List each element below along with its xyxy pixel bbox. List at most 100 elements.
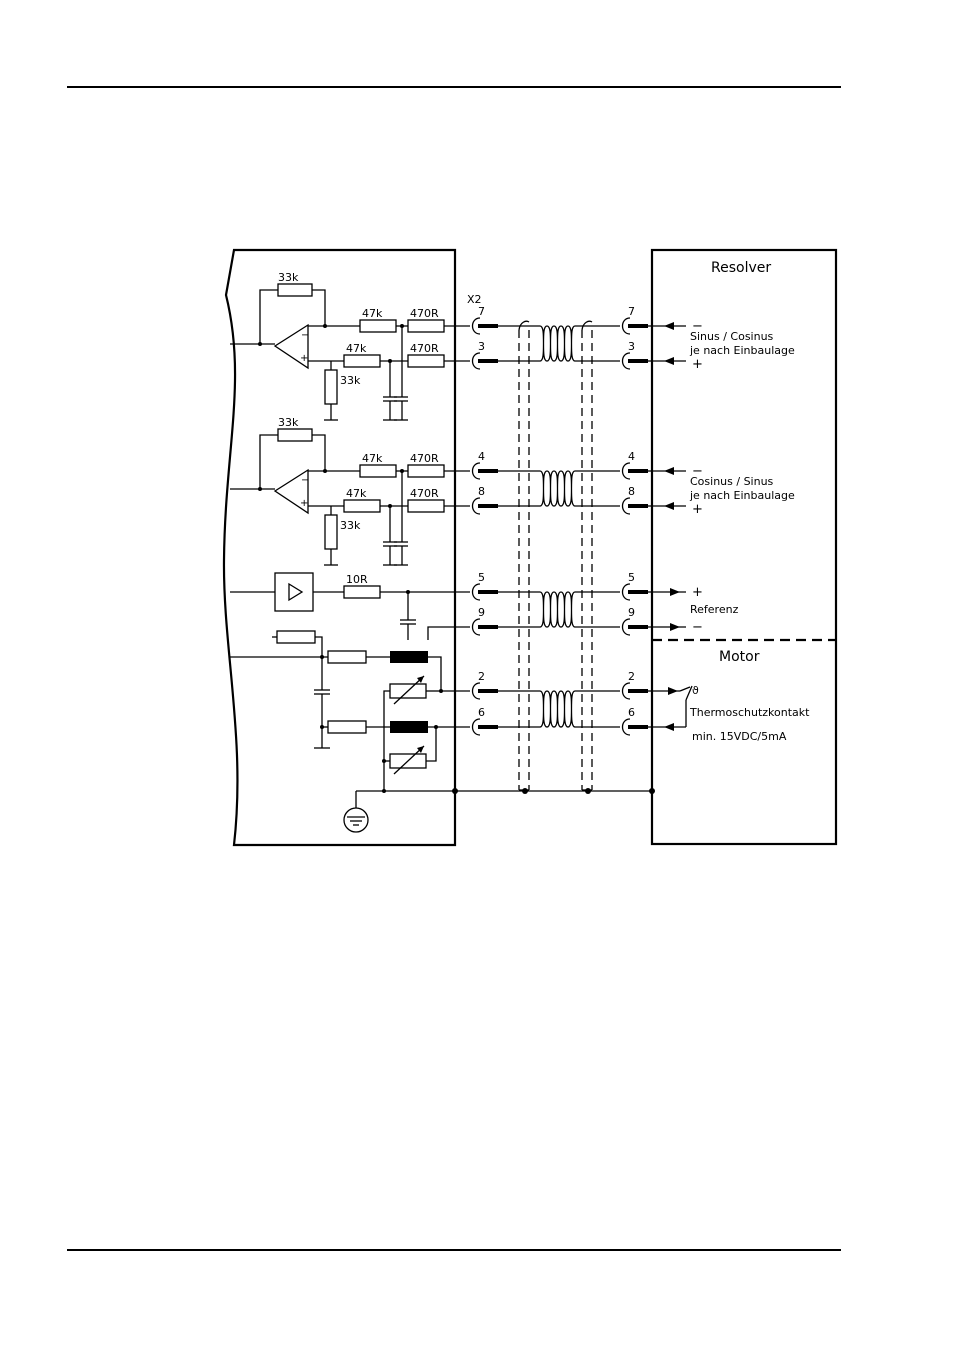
pin-number: 6: [628, 706, 635, 719]
resolver-socket: [621, 682, 631, 700]
pin-number: 6: [478, 706, 485, 719]
buffer-amplifier: [274, 572, 314, 612]
drive-socket: [471, 462, 481, 480]
pin-number: 9: [478, 606, 485, 619]
resistor-47k: [343, 499, 381, 513]
resistor-33k: [277, 283, 313, 297]
resistor-label: 33k: [340, 519, 361, 532]
pin-number: 2: [628, 670, 635, 683]
sin-plus: +: [692, 357, 703, 372]
connector-pin: [478, 504, 498, 508]
connector-pin: [628, 324, 648, 328]
label-mounting-1: je nach Einbaulage: [689, 344, 795, 357]
pin-number: 3: [478, 340, 485, 353]
pin-number: 8: [628, 485, 635, 498]
resistor-470r: [407, 319, 445, 333]
label-cos-sin: Cosinus / Sinus: [690, 475, 774, 488]
resistor: [276, 630, 316, 644]
resolver-socket: [621, 618, 631, 636]
resistor-33k: [277, 428, 313, 442]
resistor-47k: [343, 354, 381, 368]
connector-pin: [478, 625, 498, 629]
resistor-10r: [343, 585, 381, 599]
channel-reference: 10R: [230, 572, 470, 640]
label-thermoschutz: Thermoschutzkontakt: [689, 706, 810, 719]
connector-pin: [478, 725, 498, 729]
footer-rule: [67, 1249, 841, 1251]
cable-shield: [518, 320, 593, 791]
opamp-sin: [273, 323, 309, 370]
opamp-plus: +: [300, 353, 308, 364]
pin-number: 4: [478, 450, 485, 463]
resistor-label: 33k: [278, 416, 299, 429]
inductor-ferrite: [390, 651, 428, 663]
inductor-ferrite: [390, 721, 428, 733]
resistor-label: 47k: [346, 342, 367, 355]
label-mounting-2: je nach Einbaulage: [689, 489, 795, 502]
drive-socket: [471, 497, 481, 515]
drive-outline: [222, 248, 457, 847]
connector-pin: [628, 689, 648, 693]
resistor-33k: [324, 514, 338, 550]
drive-socket: [471, 718, 481, 736]
drive-socket: [471, 352, 481, 370]
resistor-470r: [407, 499, 445, 513]
cos-plus: +: [692, 502, 703, 517]
resistor: [327, 650, 367, 664]
resistor-label: 47k: [362, 452, 383, 465]
resistor-label: 470R: [410, 452, 439, 465]
channel-cos: − + 33k 47k 470R 47k 470R 33k: [230, 416, 470, 566]
resistor-47k: [359, 464, 397, 478]
pin-number: 3: [628, 340, 635, 353]
pin-number: 4: [628, 450, 635, 463]
connector-pin: [628, 725, 648, 729]
ground-symbol: [343, 791, 369, 833]
connector-pin: [628, 625, 648, 629]
connector-pin: [628, 469, 648, 473]
resolver-box: [650, 248, 838, 846]
twisted-pair: [539, 591, 576, 628]
resistor-47k: [359, 319, 397, 333]
pin-number: 7: [628, 305, 635, 318]
opamp-minus: −: [301, 330, 309, 341]
resistor-33k: [324, 369, 338, 405]
connector-pin: [478, 324, 498, 328]
resistor-label: 470R: [410, 307, 439, 320]
resolver-socket: [621, 352, 631, 370]
motor-title: Motor: [719, 649, 760, 665]
resistor-label: 470R: [410, 487, 439, 500]
pin-number: 8: [478, 485, 485, 498]
connector-pin: [478, 469, 498, 473]
resolver-socket: [621, 583, 631, 601]
pin-number: 9: [628, 606, 635, 619]
twisted-pair-cables: [498, 325, 652, 728]
drive-socket: [471, 682, 481, 700]
connector-pin: [628, 590, 648, 594]
resistor: [327, 720, 367, 734]
resolver-socket: [621, 497, 631, 515]
resistor-label: 33k: [278, 271, 299, 284]
ref-plus: +: [692, 585, 703, 600]
ref-minus: −: [692, 620, 703, 635]
resistor-470r: [407, 464, 445, 478]
channel-thermal: [230, 630, 470, 791]
pin-number: 5: [478, 571, 485, 584]
header-rule: [67, 86, 841, 88]
resistor-label: 470R: [410, 342, 439, 355]
label-thermo-rating: min. 15VDC/5mA: [692, 730, 787, 743]
resistor-label: 33k: [340, 374, 361, 387]
pin-number: 5: [628, 571, 635, 584]
opamp-cos: [273, 468, 309, 515]
connector-pin: [478, 359, 498, 363]
opamp-minus: −: [301, 475, 309, 486]
channel-sin: − + 33k 47k 470R 47k 470R 33k: [230, 271, 470, 421]
resistor-label: 10R: [346, 573, 368, 586]
drive-socket: [471, 583, 481, 601]
connector-label-x2: X2: [467, 293, 482, 306]
resistor-label: 47k: [362, 307, 383, 320]
pin-number: 7: [478, 305, 485, 318]
sin-minus: −: [692, 319, 703, 334]
signal-arrows: [652, 322, 693, 731]
twisted-pair: [539, 690, 576, 728]
